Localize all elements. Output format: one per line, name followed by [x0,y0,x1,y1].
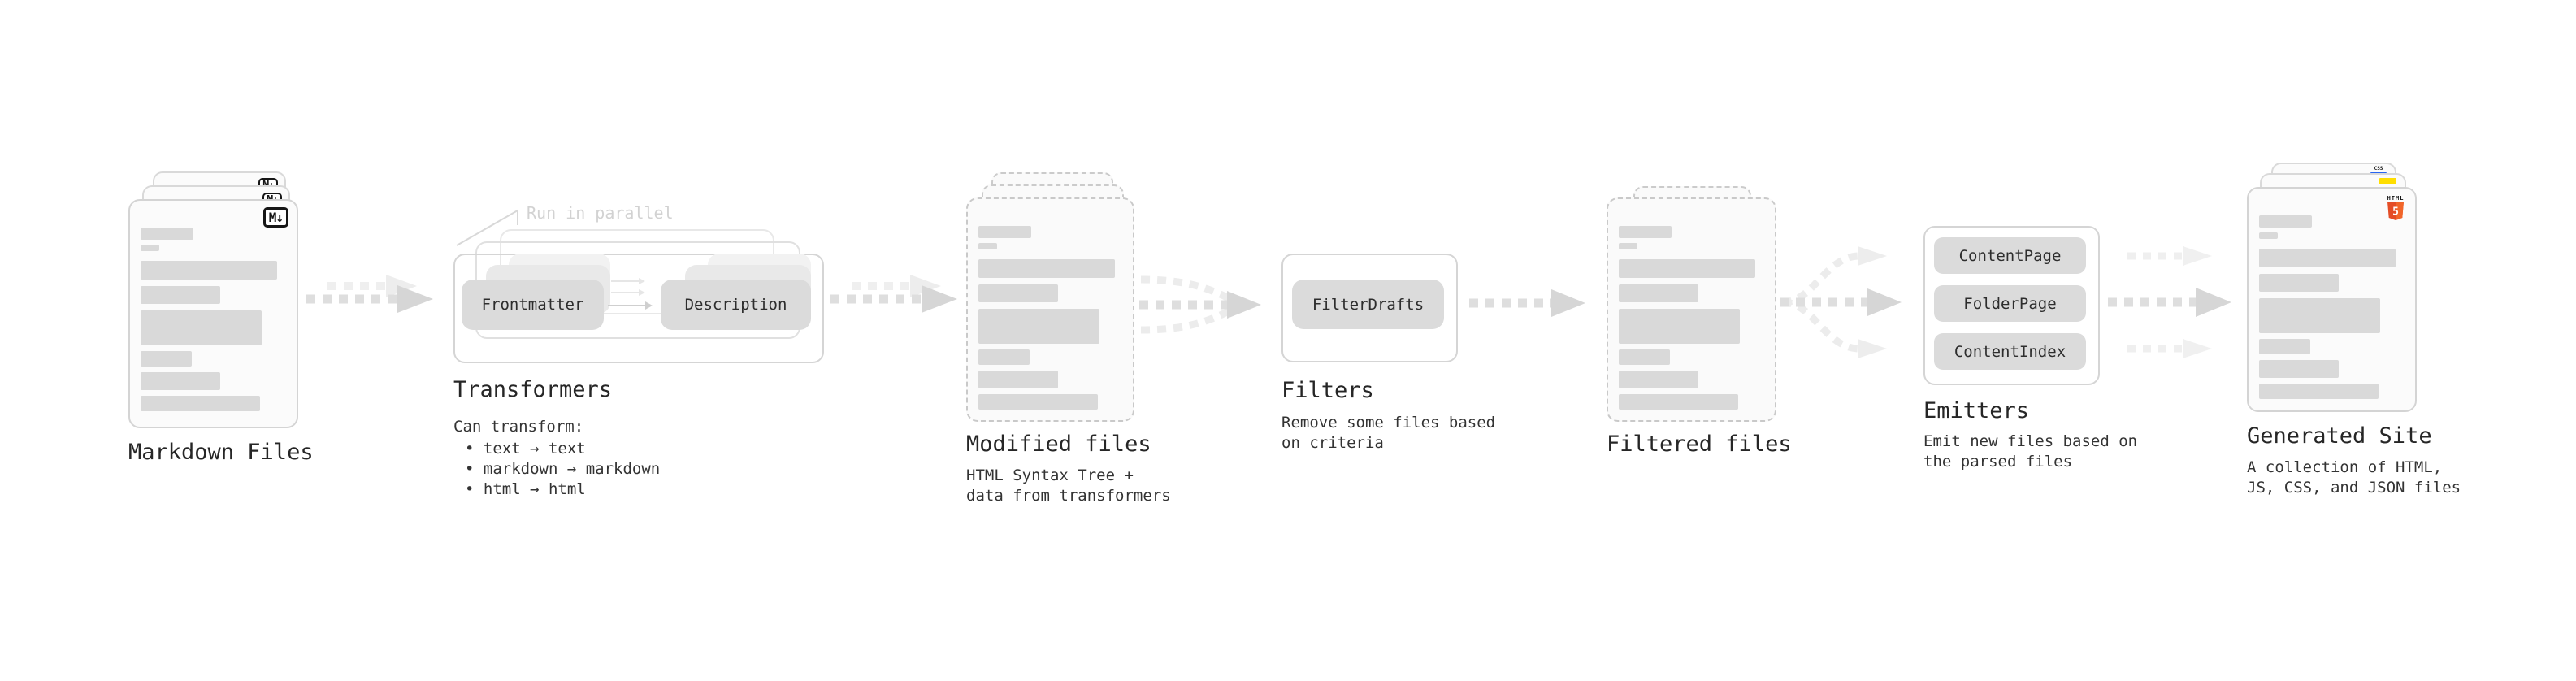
placeholder-line [141,396,260,411]
stage-modified-files [966,172,1134,422]
placeholder-line [141,245,159,251]
emitters-label: Emitters [1923,398,2030,423]
emitter-folderpage-chip: FolderPage [1934,285,2086,322]
svg-text:5: 5 [2392,206,2399,219]
javascript-icon [2379,178,2396,184]
arrow-markdown-to-transformers [306,275,433,313]
placeholder-line [141,351,192,367]
html5-icon: HTML 5 [2386,195,2405,224]
placeholder-line [1619,349,1670,365]
placeholder-line [978,243,997,249]
transformer-description-chip: Description [661,280,811,330]
modified-file-front [966,197,1134,422]
stage-emitters: ContentPage FolderPage ContentIndex [1923,226,2100,385]
emitter-contentindex-chip: ContentIndex [1934,333,2086,370]
modified-files-description: HTML Syntax Tree + data from transformer… [966,466,1171,505]
placeholder-line [1619,243,1637,249]
arrow-transformers-to-modified [830,275,957,313]
placeholder-line [978,349,1030,365]
placeholder-line [2259,232,2278,239]
stage-generated-site: CSS HTML 5 [2247,163,2417,412]
transformer-frontmatter-chip: Frontmatter [462,280,604,330]
placeholder-line [141,261,277,280]
generated-site-description: A collection of HTML, JS, CSS, and JSON … [2247,458,2461,497]
stage-filtered-files [1607,186,1776,422]
filters-label: Filters [1281,378,1374,403]
modified-files-label: Modified files [966,432,1151,457]
placeholder-line [2259,384,2379,399]
placeholder-line [1619,284,1698,302]
document-content-placeholder [1619,226,1765,410]
generated-site-label: Generated Site [2247,423,2432,449]
placeholder-line [2259,215,2312,228]
filter-filterdrafts-chip: FilterDrafts [1292,280,1444,329]
arrow-filters-to-filtered [1469,289,1585,317]
filtered-file-front [1607,197,1776,422]
placeholder-line [978,371,1058,388]
run-in-parallel-callout-line [456,209,518,246]
placeholder-line [978,394,1098,410]
placeholder-line [978,259,1115,278]
placeholder-line [1619,226,1672,238]
markdown-files-label: Markdown Files [128,440,314,465]
placeholder-line [978,309,1099,344]
placeholder-line [141,310,262,345]
placeholder-line [141,372,220,390]
stage-filters: FilterDrafts [1281,254,1458,362]
transformers-description-intro: Can transform: [453,418,584,436]
transformers-bullet: • markdown → markdown [465,460,661,478]
stage-transformers: Frontmatter Description [453,229,824,363]
placeholder-line [2259,298,2380,333]
arrow-emitters-to-generated [2108,246,2231,358]
placeholder-line [1619,371,1698,388]
filtered-files-label: Filtered files [1607,432,1792,457]
placeholder-line [2259,339,2310,354]
placeholder-line [1619,259,1755,278]
arrow-modified-to-filters-merge [1139,275,1261,334]
markdown-file-front: M↓ [128,199,298,428]
transformers-bullet: • html → html [465,480,586,498]
placeholder-line [978,226,1031,238]
placeholder-line [2259,360,2339,378]
placeholder-line [141,286,220,304]
filters-description: Remove some files based on criteria [1281,414,1496,452]
emitter-contentpage-chip: ContentPage [1934,237,2086,274]
emitters-description: Emit new files based on the parsed files [1923,432,2138,471]
placeholder-line [2259,274,2339,292]
transformers-box-front [453,254,824,363]
transformers-label: Transformers [453,377,613,402]
placeholder-line [978,284,1058,302]
placeholder-line [1619,394,1738,410]
document-content-placeholder [2259,215,2405,399]
parallel-arrows-icon [608,278,653,310]
html5-shield: 5 [2387,202,2404,220]
placeholder-line [2259,249,2396,267]
run-in-parallel-annotation: Run in parallel [527,203,674,223]
markdown-icon: M↓ [262,207,288,228]
stage-markdown-files: M↓ M↓ M↓ [128,171,298,428]
placeholder-line [1619,309,1740,344]
document-content-placeholder [141,228,287,411]
transformers-bullet: • text → text [465,440,586,458]
placeholder-line [141,228,193,240]
document-content-placeholder [978,226,1123,410]
arrow-filtered-to-emitters-fanout [1780,246,1902,358]
generated-file-html: HTML 5 [2247,187,2417,412]
